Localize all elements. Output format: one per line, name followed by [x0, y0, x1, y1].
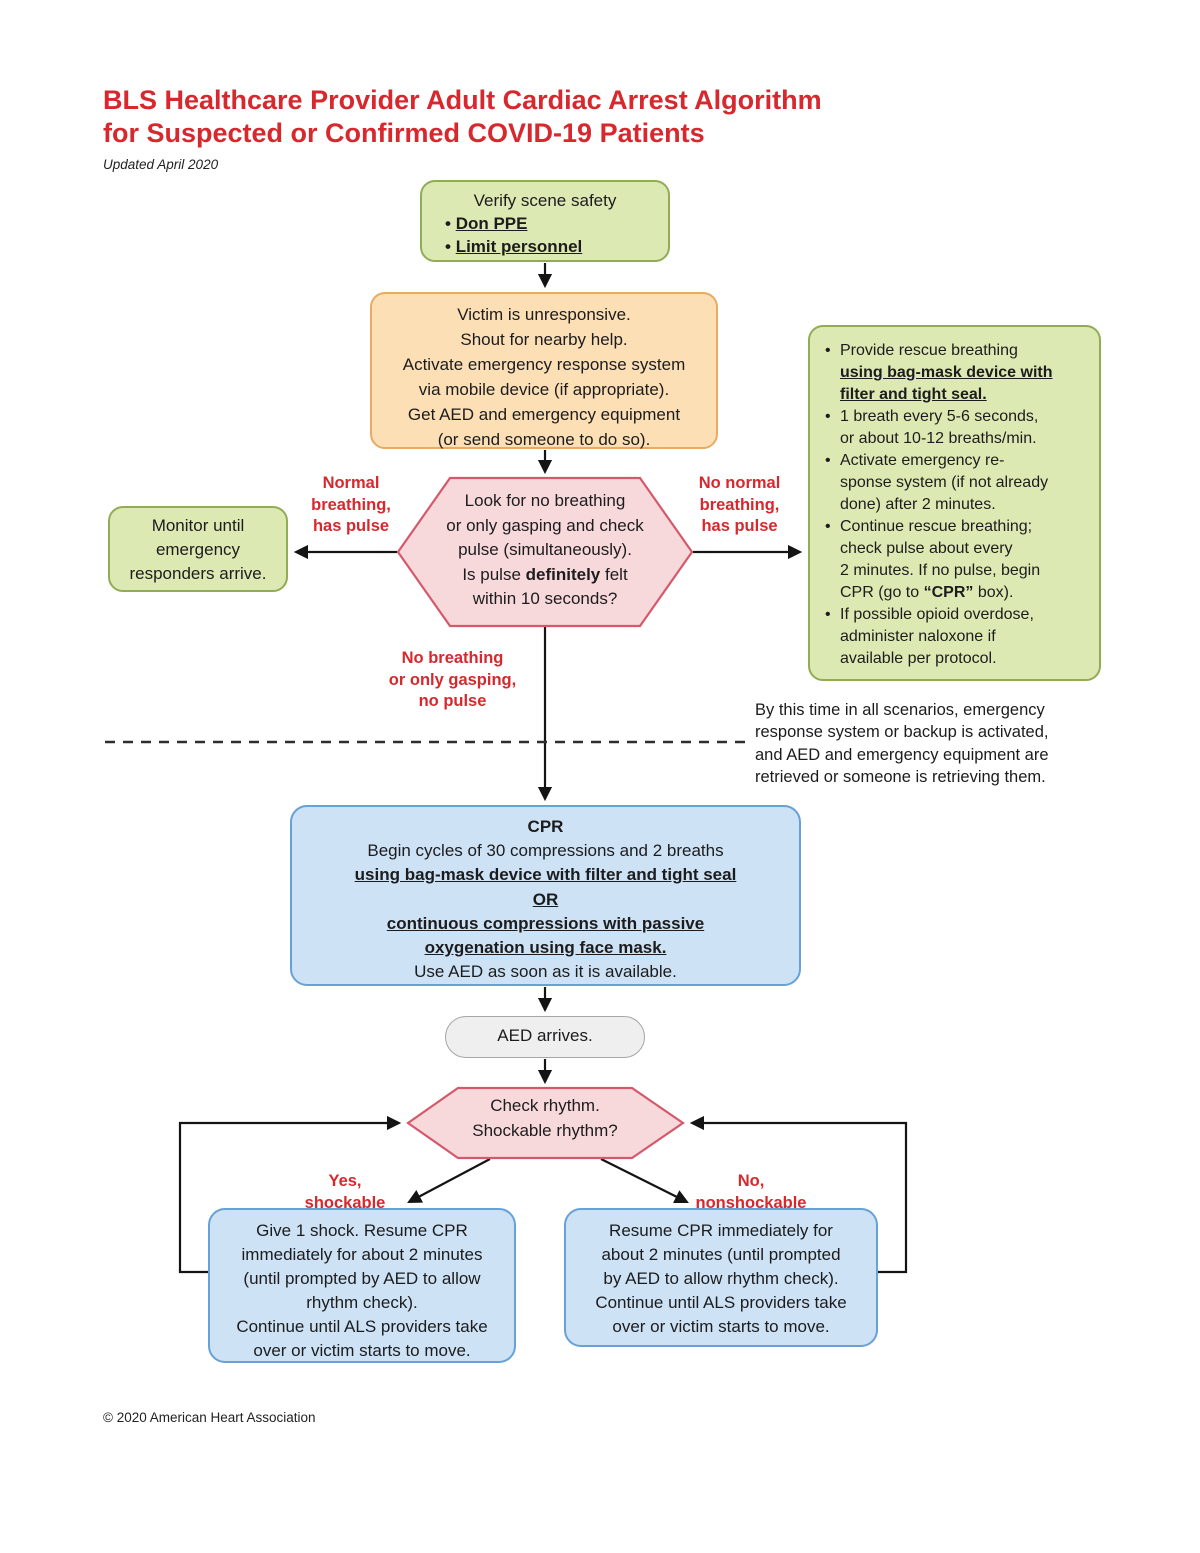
rescue-bullet: • Activate emergency re- sponse system (… — [825, 450, 1083, 516]
box-line: Get AED and emergency equipment — [407, 405, 681, 424]
title-line: for Suspected or Confirmed COVID-19 Pati… — [103, 118, 705, 148]
box-line: Continue until ALS providers take — [236, 1317, 488, 1336]
box-line: OR — [532, 889, 559, 909]
scene-safety-bullet: • Limit personnel — [445, 237, 583, 256]
box-line: Resume CPR immediately for — [609, 1221, 833, 1240]
box-line: (until prompted by AED to allow — [243, 1269, 481, 1288]
bullet-dot: • — [445, 214, 451, 233]
loop-line-noshock-to-rhythm — [689, 1115, 908, 1274]
box-line: about 2 minutes (until prompted — [601, 1245, 841, 1264]
bullet-dot: • — [825, 518, 831, 535]
label-no-breathing: No breathing or only gasping, no pulse — [388, 649, 517, 710]
no-shock-box: Resume CPR immediately for about 2 minut… — [564, 1208, 878, 1347]
rhythm-check-text: Check rhythm. Shockable rhythm? — [472, 1096, 618, 1140]
box-line: rhythm check). — [306, 1293, 418, 1312]
rhythm-check-hexagon — [406, 1086, 685, 1160]
box-line: Begin cycles of 30 compressions and 2 br… — [367, 841, 724, 861]
bullet-dot: • — [445, 237, 451, 256]
box-line: responders arrive. — [129, 564, 267, 583]
box-line: by AED to allow rhythm check). — [603, 1269, 839, 1288]
verify-scene-safety-box: Verify scene safety • Don PPE • Limit pe… — [420, 180, 670, 262]
page-title: BLS Healthcare Provider Adult Cardiac Ar… — [103, 84, 822, 150]
bullet-dot: • — [825, 342, 831, 359]
scene-safety-bullet: • Don PPE — [445, 214, 528, 233]
box-line: Give 1 shock. Resume CPR — [256, 1221, 468, 1240]
label-no-normal-breathing: No normal breathing, has pulse — [698, 474, 781, 535]
box-line: Activate emergency response system — [402, 355, 686, 374]
scene-safety-title: Verify scene safety — [473, 191, 617, 210]
scenario-note: By this time in all scenarios, emergency… — [755, 701, 1049, 787]
bullet-dot: • — [825, 606, 831, 623]
label-normal-breathing: Normal breathing, has pulse — [311, 474, 391, 535]
box-line: emergency — [155, 540, 241, 559]
box-line: Monitor until — [151, 516, 245, 535]
arrow-rhythm-to-noshock — [600, 1158, 689, 1203]
aed-arrives-pill: AED arrives. — [445, 1016, 645, 1058]
cpr-box: CPR Begin cycles of 30 compressions and … — [290, 805, 801, 986]
box-line: Victim is unresponsive. — [457, 305, 631, 324]
bullet-dot: • — [825, 452, 831, 469]
cpr-title: CPR — [527, 817, 564, 836]
title-line: BLS Healthcare Provider Adult Cardiac Ar… — [103, 85, 822, 115]
monitor-box: Monitor until emergency responders arriv… — [108, 506, 288, 592]
box-line: via mobile device (if appropriate). — [418, 380, 670, 399]
rescue-bullet: • If possible opioid overdose, administe… — [825, 604, 1083, 670]
label-yes-shockable: Yes, shockable — [304, 1172, 386, 1212]
box-line: Use AED as soon as it is available. — [414, 962, 677, 982]
box-line: Continue until ALS providers take — [595, 1293, 847, 1312]
box-line: Shout for nearby help. — [460, 330, 628, 349]
box-line: over or victim starts to move. — [253, 1341, 471, 1360]
loop-line-shock-to-rhythm — [178, 1115, 402, 1274]
box-line: continuous compressions with passive — [386, 913, 705, 933]
box-line: using bag-mask device with filter and ti… — [354, 865, 737, 885]
pulse-check-hexagon — [396, 476, 694, 628]
box-line: over or victim starts to move. — [612, 1317, 830, 1336]
arrow-rhythm-to-shock — [407, 1158, 491, 1204]
rescue-bullet: • Provide rescue breathing using bag-mas… — [825, 340, 1083, 406]
rescue-breathing-box: • Provide rescue breathing using bag-mas… — [808, 325, 1101, 681]
updated-date: Updated April 2020 — [103, 157, 219, 172]
shock-box: Give 1 shock. Resume CPR immediately for… — [208, 1208, 516, 1363]
box-line: immediately for about 2 minutes — [241, 1245, 483, 1264]
rescue-bullet: • 1 breath every 5-6 seconds, or about 1… — [825, 406, 1083, 450]
box-line: oxygenation using face mask. — [424, 938, 667, 958]
pulse-check-text: Look for no breathing or only gasping an… — [446, 491, 644, 608]
box-line: (or send someone to do so). — [437, 430, 651, 449]
bullet-dot: • — [825, 408, 831, 425]
victim-unresponsive-box: Victim is unresponsive. Shout for nearby… — [370, 292, 718, 449]
rescue-bullet: • Continue rescue breathing; check pulse… — [825, 516, 1083, 604]
copyright-text: © 2020 American Heart Association — [103, 1410, 316, 1425]
label-no-nonshockable: No, nonshockable — [695, 1172, 807, 1212]
